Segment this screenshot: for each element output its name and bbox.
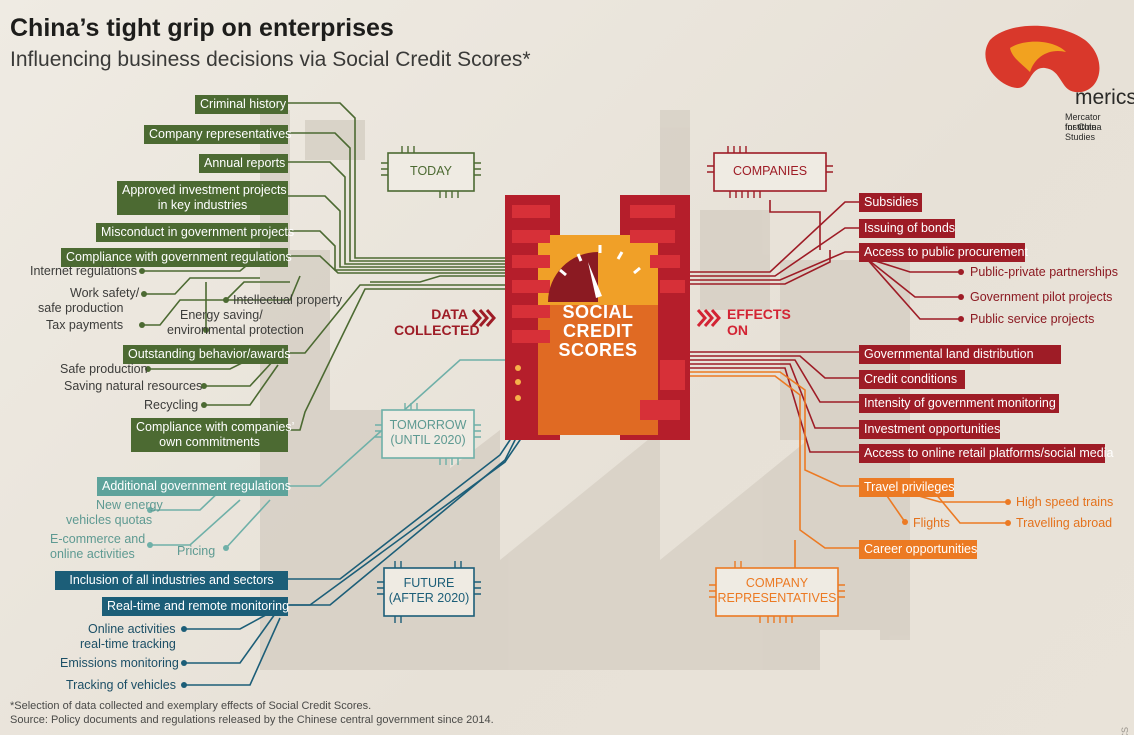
data-collected-line1: DATA <box>431 306 468 322</box>
merics-sub2: for China Studies <box>1065 122 1102 142</box>
online-activities-label-2: real-time tracking <box>80 637 176 651</box>
today-label: TODAY <box>410 164 452 178</box>
future-label-1: FUTURE <box>403 576 455 590</box>
saving-resources-label: Saving natural resources <box>64 379 203 393</box>
career-box: Career opportunities <box>859 540 977 559</box>
orange-dots <box>902 499 1011 526</box>
red-connector-lines <box>690 200 960 453</box>
pricing-label: Pricing <box>177 544 216 558</box>
online-activities-label-1: Online activities <box>88 622 176 636</box>
work-safety-label-1: Work safety/ <box>70 286 140 300</box>
tomorrow-label-2: (UNTIL 2020) <box>390 433 466 447</box>
green-connector-lines <box>144 102 505 431</box>
green-dots <box>139 268 229 408</box>
safe-production-label: Safe production <box>60 362 148 376</box>
bonds-box: Issuing of bonds <box>859 219 955 238</box>
credit-box: Credit conditions <box>859 370 965 389</box>
orange-connector-lines <box>690 371 1008 568</box>
red-dots <box>958 269 964 322</box>
page-title: China’s tight grip on enterprises <box>10 14 394 42</box>
ecommerce-label-2: online activities <box>50 547 135 561</box>
tomorrow-label-1: TOMORROW <box>389 418 467 432</box>
future-label-2: (AFTER 2020) <box>388 591 470 605</box>
today-chip <box>387 152 475 192</box>
energy-label-2: environmental protection <box>167 323 304 337</box>
approved-investment-box: Approved investment projects in key indu… <box>117 181 288 215</box>
online-retail-box: Access to online retail platforms/social… <box>859 444 1113 463</box>
subsidies-box: Subsidies <box>859 193 922 212</box>
company-representatives-box: Company representatives <box>144 125 291 144</box>
energy-label-1: Energy saving/ <box>180 308 263 322</box>
data-collected-label: DATA <box>420 306 468 322</box>
travel-box: Travel privileges <box>859 478 955 497</box>
effects-label-line2: ON <box>727 322 748 338</box>
social-credit-scores-label: SOCIAL CREDIT SCORES <box>548 303 648 360</box>
ppp-label: Public-private partnerships <box>970 265 1118 279</box>
reps-chip <box>715 567 839 617</box>
companies-label: COMPANIES <box>732 164 808 178</box>
reps-label-1: COMPANY <box>745 576 809 590</box>
abroad-label: Travelling abroad <box>1016 516 1113 530</box>
own-commitments-box: Compliance with companies’ own commitmen… <box>131 418 295 452</box>
internet-regulations-label: Internet regulations <box>30 264 138 278</box>
ip-label: Intellectual property <box>233 293 343 307</box>
merics-wordmark: merics <box>1075 86 1134 109</box>
criminal-history-box: Criminal history <box>195 95 288 114</box>
scs-line2: CREDIT <box>563 321 633 341</box>
scs-line1: SOCIAL <box>562 302 634 322</box>
annual-reports-box: Annual reports <box>199 154 288 173</box>
flights-label: Flights <box>913 516 950 530</box>
misconduct-box: Misconduct in government projects <box>96 223 294 242</box>
reps-label-2: REPRESENTATIVES <box>717 591 837 605</box>
outstanding-box: Outstanding behavior/awards <box>123 345 291 364</box>
own-line2: own commitments <box>159 435 260 449</box>
copyright: © MERICS <box>1120 727 1130 735</box>
pilot-label: Government pilot projects <box>970 290 1113 304</box>
nev-label-1: New energy <box>96 498 163 512</box>
teal-dots <box>147 507 229 551</box>
additional-regulations-box: Additional government regulations <box>97 477 291 496</box>
vehicles-label: Tracking of vehicles <box>66 678 176 692</box>
effects-label-line1: EFFECTS <box>727 306 791 322</box>
approved-line2: in key industries <box>157 198 248 212</box>
scs-line3: SCORES <box>558 340 638 360</box>
merics-sub1: Mercator Institute <box>1065 112 1101 132</box>
page-subtitle: Influencing business decisions via Socia… <box>10 48 531 71</box>
inclusion-box: Inclusion of all industries and sectors <box>55 571 288 590</box>
recycling-label: Recycling <box>144 398 199 412</box>
ecommerce-label-1: E-commerce and <box>50 532 146 546</box>
footnote-1: *Selection of data collected and exempla… <box>10 700 372 712</box>
approved-line1: Approved investment projects <box>122 183 287 197</box>
psp-label: Public service projects <box>970 312 1095 326</box>
blue-dots <box>181 626 187 688</box>
procurement-box: Access to public procurement <box>859 243 1028 262</box>
realtime-box: Real-time and remote monitoring <box>102 597 289 616</box>
tomorrow-chip <box>381 409 475 459</box>
own-line1: Compliance with companies’ <box>136 420 295 434</box>
investment-box: Investment opportunities <box>859 420 1000 439</box>
emissions-label: Emissions monitoring <box>60 656 179 670</box>
data-collected-chevrons <box>471 309 496 327</box>
data-collected-line2: COLLECTED <box>394 322 480 338</box>
land-box: Governmental land distribution <box>859 345 1061 364</box>
tax-payments-label: Tax payments <box>46 318 124 332</box>
effects-on-chevrons <box>696 309 721 327</box>
intensity-box: Intensity of government monitoring <box>859 394 1059 413</box>
nev-label-2: vehicles quotas <box>66 513 153 527</box>
merics-logo <box>985 25 1100 93</box>
work-safety-label-2: safe production <box>38 301 124 315</box>
footnote-2: Source: Policy documents and regulations… <box>10 714 494 726</box>
hst-label: High speed trains <box>1016 495 1114 509</box>
future-chip <box>383 567 475 617</box>
compliance-gov-box: Compliance with government regulations <box>61 248 292 267</box>
social-credit-scores-block <box>505 195 690 440</box>
